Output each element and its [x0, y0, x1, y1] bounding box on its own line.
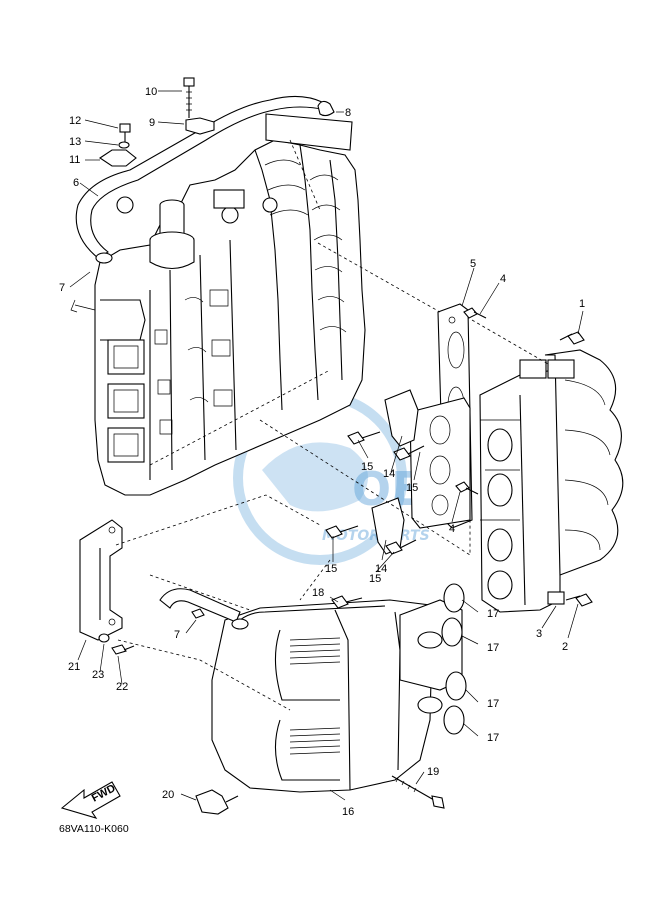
callout-17a: 17 — [487, 608, 499, 620]
leader-lines — [69, 90, 584, 801]
callout-17b: 17 — [487, 642, 499, 654]
callout-14b: 14 — [375, 563, 387, 575]
diagram-code: 68VA110-K060 — [59, 823, 129, 835]
callout-14a: 14 — [383, 468, 395, 480]
intake-manifold — [479, 349, 624, 613]
brackets-and-bolts — [325, 307, 487, 555]
callouts: 1 2 3 4 4 5 6 7 7 8 9 10 11 12 13 14 14 … — [59, 86, 585, 818]
callout-15b: 15 — [406, 482, 418, 494]
callout-20: 20 — [162, 789, 174, 801]
o-rings — [441, 583, 467, 735]
callout-19: 19 — [427, 766, 439, 778]
callout-5: 5 — [470, 258, 476, 270]
callout-8: 8 — [345, 107, 351, 119]
callout-9: 9 — [149, 117, 155, 129]
callout-15a: 15 — [361, 461, 373, 473]
alignment-lines — [115, 242, 551, 711]
callout-7a: 7 — [59, 282, 65, 294]
callout-15d: 15 — [369, 573, 381, 585]
callout-15c: 15 — [325, 563, 337, 575]
engine-block — [70, 139, 366, 496]
callout-1: 1 — [579, 298, 585, 310]
right-hardware — [547, 331, 593, 607]
callout-13: 13 — [69, 136, 81, 148]
callout-17d: 17 — [487, 732, 499, 744]
callout-16: 16 — [342, 806, 354, 818]
forward-arrow-icon: FWD — [60, 781, 121, 819]
callout-23: 23 — [92, 669, 104, 681]
callout-18: 18 — [312, 587, 324, 599]
callout-12: 12 — [69, 115, 81, 127]
hose-assembly — [75, 77, 353, 264]
gasket-middle — [409, 397, 471, 529]
callout-4a: 4 — [500, 273, 506, 285]
callout-4b: 4 — [449, 523, 455, 535]
callout-2: 2 — [562, 641, 568, 653]
callout-10: 10 — [145, 86, 157, 98]
callout-11: 11 — [69, 154, 80, 166]
callout-21: 21 — [68, 661, 80, 673]
callout-22: 22 — [116, 681, 128, 693]
callout-17c: 17 — [487, 698, 499, 710]
callout-3: 3 — [536, 628, 542, 640]
bracket-plate — [79, 519, 135, 655]
callout-7b: 7 — [174, 629, 180, 641]
silencer-assembly — [159, 588, 463, 815]
callout-6: 6 — [73, 177, 79, 189]
